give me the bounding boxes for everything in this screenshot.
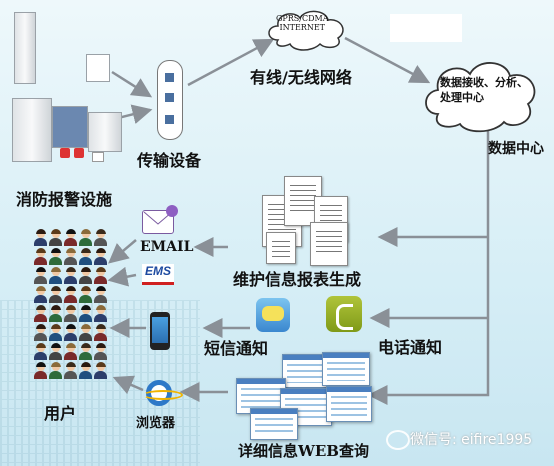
user-avatar-icon xyxy=(79,305,92,322)
user-avatar-icon xyxy=(79,267,92,284)
fire-alarm-label: 消防报警设施 xyxy=(16,190,113,209)
ie-browser-icon xyxy=(143,380,183,406)
user-avatar-icon xyxy=(94,229,107,246)
arrow-email-to-users xyxy=(108,239,137,264)
ems-logo-icon: EMS xyxy=(142,264,174,285)
user-avatar-icon xyxy=(64,324,77,341)
user-avatar-icon xyxy=(79,362,92,379)
internet-label: GPRS/CDMA INTERNET xyxy=(276,14,329,32)
user-avatar-icon xyxy=(34,343,47,360)
user-avatar-icon xyxy=(34,267,47,284)
arrow-ems-to-users xyxy=(107,266,137,287)
web-query-label: 详细信息WEB查询 xyxy=(238,442,369,460)
data-center-label: 数据中心 xyxy=(488,141,544,157)
web-screen-icon xyxy=(326,386,372,422)
user-avatar-icon xyxy=(79,286,92,303)
user-avatar-icon xyxy=(34,248,47,265)
arrow-server-to-transmission xyxy=(111,70,153,98)
user-avatar-icon xyxy=(49,343,62,360)
user-avatar-icon xyxy=(79,324,92,341)
user-avatar-icon xyxy=(94,267,107,284)
user-avatar-icon xyxy=(94,343,107,360)
transmission-device-icon xyxy=(157,60,183,140)
phone-label: 电话通知 xyxy=(378,338,443,357)
wechat-icon xyxy=(386,430,410,450)
transmission-label: 传输设备 xyxy=(137,151,202,170)
mobile-phone-icon xyxy=(150,312,170,350)
fire-alarm-panel-icon xyxy=(12,98,122,162)
arrow-browser-to-users xyxy=(112,375,144,395)
user-avatar-icon xyxy=(64,343,77,360)
arrow-datacenter-down-to-web xyxy=(367,130,490,405)
watermark-text: 微信号: eifire1995 xyxy=(410,432,533,448)
user-avatar-icon xyxy=(49,286,62,303)
user-avatar-icon xyxy=(49,229,62,246)
user-avatar-icon xyxy=(94,305,107,322)
ems-text: EMS xyxy=(144,264,171,278)
web-screen-icon xyxy=(282,354,328,388)
user-avatar-icon xyxy=(49,305,62,322)
user-avatar-icon xyxy=(34,305,47,322)
detector-box-icon xyxy=(86,54,110,82)
user-avatar-icon xyxy=(64,267,77,284)
user-avatar-icon xyxy=(34,362,47,379)
sms-app-icon xyxy=(256,298,290,332)
user-avatar-icon xyxy=(49,267,62,284)
arrow-transmission-to-internet xyxy=(187,38,275,87)
user-avatar-icon xyxy=(79,229,92,246)
report-label: 维护信息报表生成 xyxy=(233,270,362,289)
users-label: 用户 xyxy=(44,404,77,423)
report-document-icon xyxy=(266,232,296,264)
sms-label: 短信通知 xyxy=(204,339,269,358)
user-avatar-icon xyxy=(64,229,77,246)
user-avatar-icon xyxy=(49,362,62,379)
user-avatar-icon xyxy=(79,343,92,360)
server-tower-icon xyxy=(14,12,36,84)
user-avatar-icon xyxy=(49,248,62,265)
data-center-cloud-icon xyxy=(425,62,536,133)
user-avatar-icon xyxy=(49,324,62,341)
phone-app-icon xyxy=(326,296,362,332)
user-avatar-icon xyxy=(64,362,77,379)
users-group-icon xyxy=(34,229,110,384)
web-screen-icon xyxy=(250,408,298,440)
user-avatar-icon xyxy=(64,248,77,265)
blank-panel xyxy=(390,14,462,42)
web-screen-icon xyxy=(322,352,370,386)
report-document-icon xyxy=(310,222,348,266)
user-avatar-icon xyxy=(94,324,107,341)
user-avatar-icon xyxy=(64,286,77,303)
user-avatar-icon xyxy=(94,362,107,379)
user-avatar-icon xyxy=(64,305,77,322)
user-avatar-icon xyxy=(34,286,47,303)
user-avatar-icon xyxy=(94,286,107,303)
user-avatar-icon xyxy=(34,324,47,341)
arrow-internet-to-datacenter xyxy=(344,36,431,84)
user-avatar-icon xyxy=(79,248,92,265)
network-label: 有线/无线网络 xyxy=(250,68,352,87)
data-process-label: 数据接收、分析、 处理中心 xyxy=(440,76,528,104)
browser-label: 浏览器 xyxy=(136,416,176,431)
internet-cloud-icon xyxy=(268,10,344,51)
email-label: EMAIL xyxy=(140,239,194,255)
user-avatar-icon xyxy=(94,248,107,265)
email-badge-icon xyxy=(166,205,178,217)
user-avatar-icon xyxy=(34,229,47,246)
